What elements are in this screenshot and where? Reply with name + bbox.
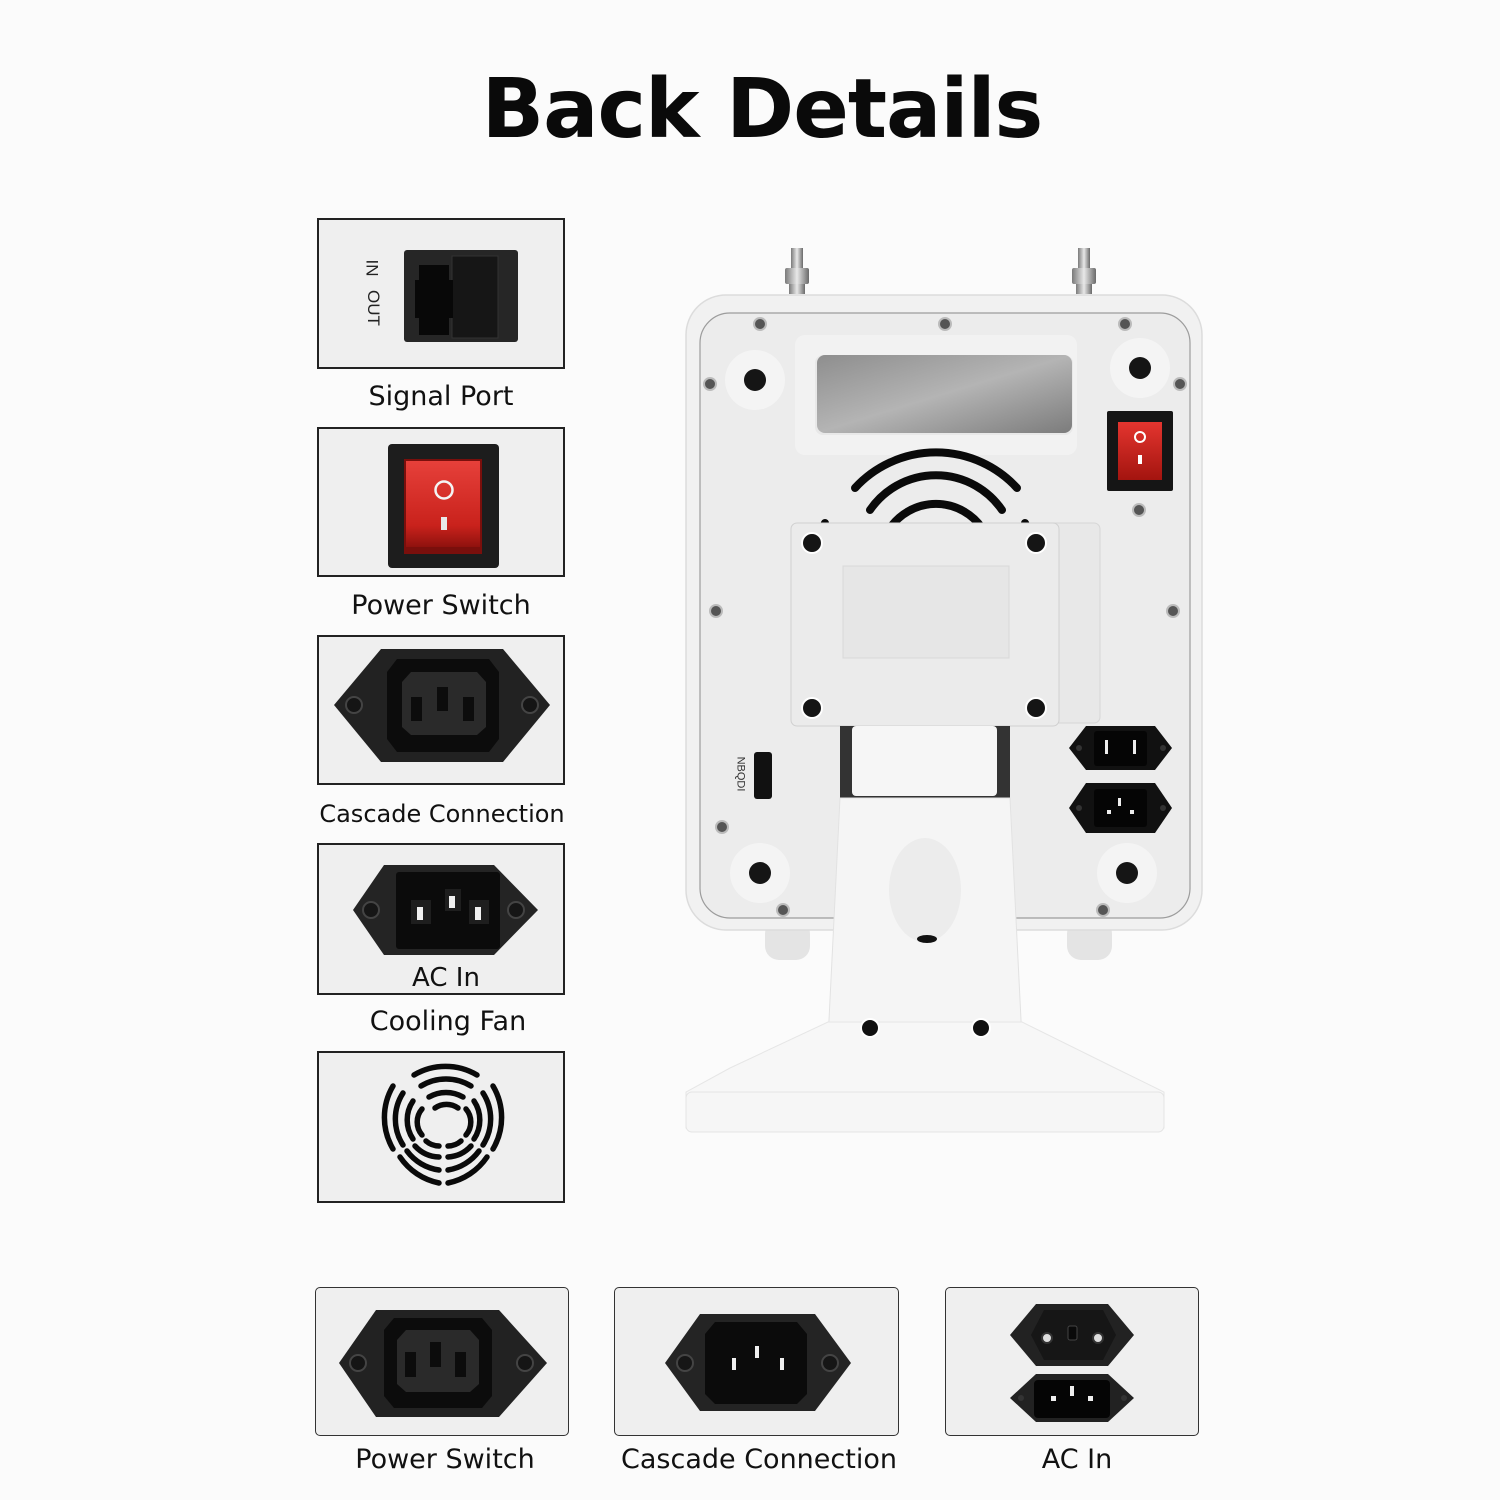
power-switch-bottom-label: Power Switch bbox=[355, 1444, 535, 1475]
page-title: Back Details bbox=[481, 62, 1044, 157]
rocker-switch-icon bbox=[388, 444, 499, 568]
iec-socket-icon bbox=[334, 649, 550, 762]
cascade-connection-bottom-label: Cascade Connection bbox=[621, 1444, 897, 1475]
ac-in-bottom-label: AC In bbox=[1041, 1444, 1113, 1475]
cascade-connection-label: Cascade Connection bbox=[319, 800, 565, 828]
usb-port-label: NBQDI bbox=[734, 756, 747, 792]
power-switch-bottom-panel bbox=[315, 1287, 569, 1436]
iec-socket-icon bbox=[339, 1310, 547, 1417]
power-switch-label: Power Switch bbox=[351, 590, 531, 621]
cascade-connection-panel bbox=[317, 635, 565, 785]
ac-in-bottom-panel bbox=[945, 1287, 1199, 1436]
cooling-fan-label: Cooling Fan bbox=[369, 1006, 527, 1037]
fan-grill-icon bbox=[381, 1063, 505, 1186]
dual-power-socket-icon bbox=[1010, 1304, 1134, 1422]
iec-inlet-icon bbox=[665, 1314, 851, 1411]
antenna-connector-right bbox=[1072, 248, 1096, 294]
antenna-connector-left bbox=[785, 248, 809, 294]
device-illustration bbox=[685, 248, 1203, 1133]
signal-port-label: Signal Port bbox=[368, 381, 514, 412]
signal-port-icon bbox=[404, 250, 518, 342]
iec-inlet-icon bbox=[353, 865, 538, 955]
ac-in-inner-label: AC In bbox=[412, 963, 480, 993]
signal-port-panel: IN OUT bbox=[317, 218, 565, 369]
cooling-fan-panel bbox=[317, 1051, 565, 1203]
ac-in-panel: AC In bbox=[317, 843, 565, 995]
cascade-connection-bottom-panel bbox=[614, 1287, 899, 1436]
power-switch-panel bbox=[317, 427, 565, 577]
device-back-view: NBQDI bbox=[670, 240, 1210, 1150]
